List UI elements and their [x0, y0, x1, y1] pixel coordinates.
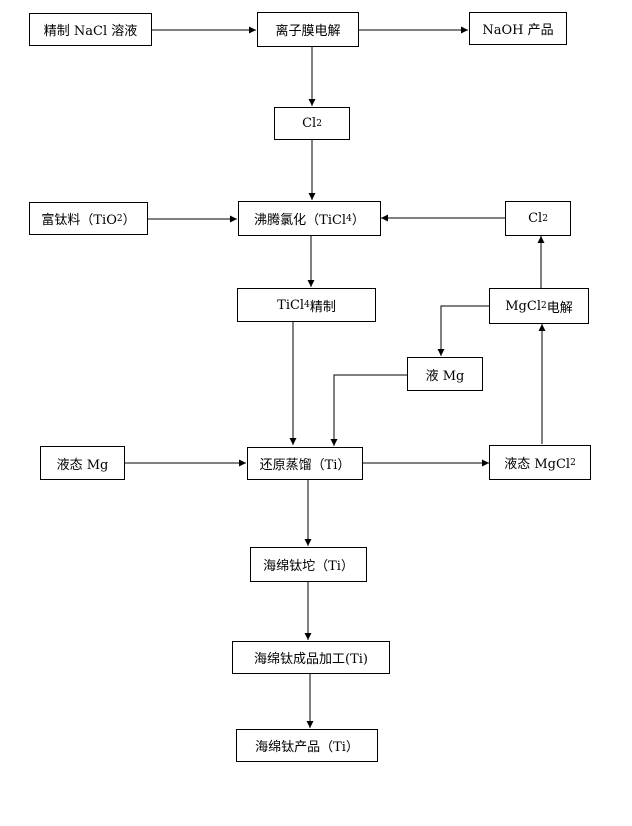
node-sponge-titanium-product: 海绵钛产品（Ti） [236, 729, 378, 762]
label-text: 离子膜电解 [275, 24, 341, 39]
label-text: 还原蒸馏（Ti） [259, 458, 351, 473]
node-sponge-titanium-processing: 海绵钛成品加工(Ti) [232, 641, 390, 674]
node-sponge-titanium-lump: 海绵钛坨（Ti） [250, 547, 367, 582]
node-reduction-distillation: 还原蒸馏（Ti） [247, 447, 363, 480]
label-text: NaOH 产品 [482, 23, 554, 38]
label-subscript: 2 [570, 457, 576, 468]
arrow-mgcl2elec-to-liqmg [437, 305, 489, 356]
label-text: 电解 [546, 300, 573, 316]
node-refined-nacl-solution: 精制 NaCl 溶液 [29, 13, 152, 46]
label-text: TiCl [277, 297, 305, 313]
label-text: 精制 [309, 299, 336, 315]
node-membrane-electrolysis: 离子膜电解 [257, 12, 359, 47]
label-subscript: 2 [541, 301, 547, 311]
label-text: 海绵钛坨（Ti） [263, 559, 354, 574]
node-naoh-product: NaOH 产品 [469, 12, 567, 45]
label-subscript: 4 [304, 300, 310, 310]
label-text: MgCl [505, 298, 541, 314]
label-subscript: 2 [316, 118, 322, 129]
node-liquid-mg: 液 Mg [407, 357, 483, 391]
label-text: 富钛料（TiO [41, 213, 117, 228]
label-subscript: 4 [346, 213, 352, 224]
label-text: 液态 Mg [56, 457, 109, 473]
label-subscript: 2 [542, 213, 548, 224]
label-text: 海绵钛产品（Ti） [255, 740, 359, 755]
label-text: ） [122, 213, 136, 228]
label-text: Cl [302, 116, 317, 131]
label-subscript: 2 [116, 213, 123, 224]
label-text: Cl [528, 211, 543, 226]
label-text: 精制 NaCl 溶液 [43, 24, 138, 39]
label-text: 沸腾氯化（TiCl [254, 213, 347, 228]
label-text: 液 Mg [425, 368, 465, 384]
label-text: 液态 MgCl [504, 457, 571, 472]
node-liquid-state-mg: 液态 Mg [40, 446, 125, 480]
label-text: ） [351, 213, 365, 228]
arrow-liqmg-to-reduce [330, 374, 407, 446]
label-text: 海绵钛成品加工(Ti) [254, 652, 368, 667]
